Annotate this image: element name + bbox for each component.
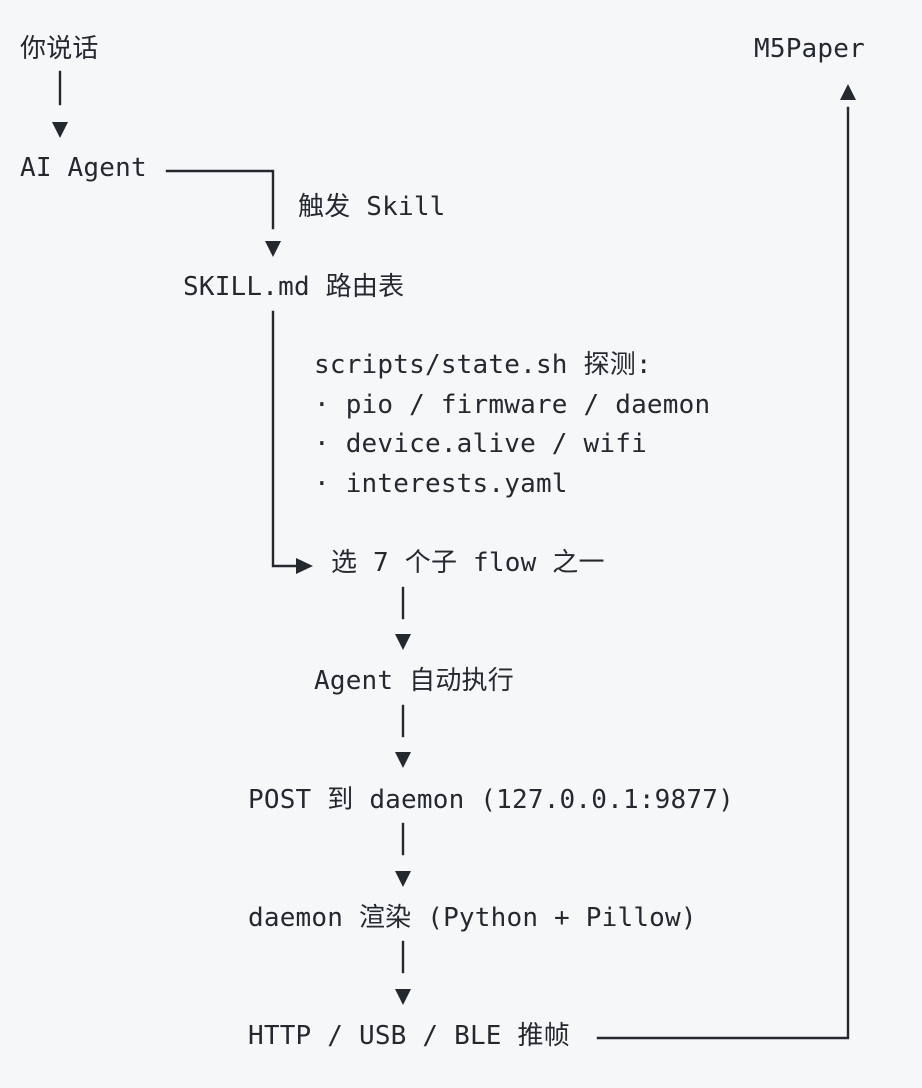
- you-speak-label: 你说话: [20, 34, 99, 64]
- arrow-up-icon: [840, 84, 856, 100]
- probe-item: · device.alive / wifi: [314, 429, 647, 459]
- daemon-render-label: daemon 渲染 (Python + Pillow): [248, 903, 697, 933]
- arrow-down-icon: [395, 871, 411, 887]
- connector-push-to-m5paper: [596, 106, 850, 1040]
- post-daemon-label: POST 到 daemon (127.0.0.1:9877): [248, 785, 734, 815]
- skill-md-label: SKILL.md 路由表: [183, 272, 405, 302]
- arrow-down-icon: [52, 122, 68, 138]
- trigger-skill-label: 触发 Skill: [298, 192, 446, 222]
- probe-item: · pio / firmware / daemon: [314, 390, 711, 420]
- arrow-right-icon: [296, 558, 313, 574]
- arrow-down-icon: [265, 241, 281, 257]
- arrow-down-icon: [395, 989, 411, 1005]
- select-flow-label: 选 7 个子 flow 之一: [331, 548, 605, 578]
- arrow-down-icon: [395, 752, 411, 768]
- ai-agent-label: AI Agent: [20, 153, 147, 183]
- arrow-down-icon: [395, 634, 411, 650]
- probe-title-label: scripts/state.sh 探测:: [314, 350, 652, 380]
- agent-exec-label: Agent 自动执行: [314, 666, 514, 696]
- probe-item: · interests.yaml: [314, 469, 568, 499]
- push-frame-label: HTTP / USB / BLE 推帧: [248, 1021, 570, 1051]
- connector-skill-to-select: [271, 310, 300, 568]
- m5paper-label: M5Paper: [754, 34, 865, 64]
- connector-agent-to-skill: [165, 169, 275, 230]
